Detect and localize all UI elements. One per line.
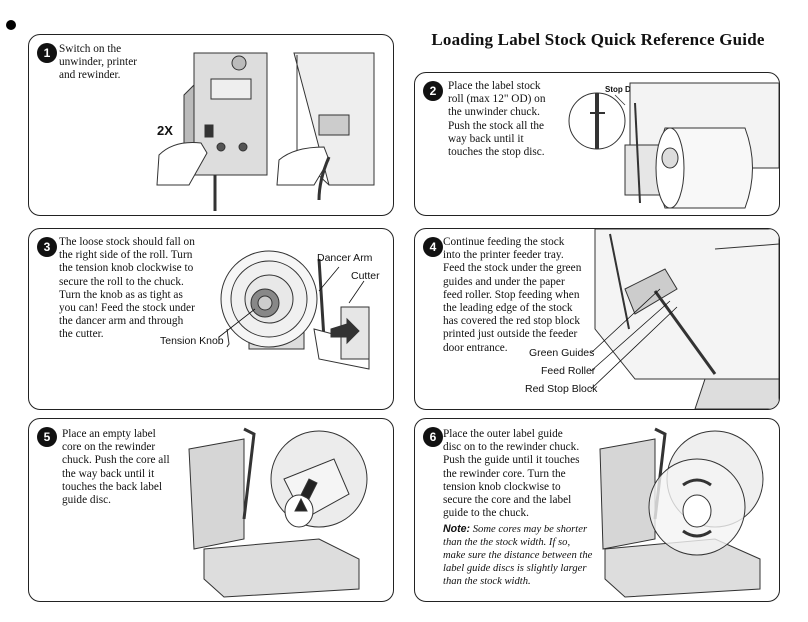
step-5-number: 5	[37, 427, 57, 447]
step-6-number: 6	[423, 427, 443, 447]
red-stop-block-label: Red Stop Block	[525, 383, 598, 395]
step-4-number: 4	[423, 237, 443, 257]
step-6-panel: 6 Place the outer label guide disc on to…	[414, 418, 780, 602]
feed-roller-label: Feed Roller	[541, 365, 596, 377]
step-1-panel: 1 Switch on the unwinder, printer and re…	[28, 34, 394, 216]
step-5-panel: 5 Place an empty label core on the rewin…	[28, 418, 394, 602]
step-3-panel: 3 The loose stock should fall on the rig…	[28, 228, 394, 410]
step-6-note: Note: Some cores may be shorter than the…	[443, 523, 593, 588]
step-1-number: 1	[37, 43, 57, 63]
step-5-text: Place an empty label core on the rewinde…	[62, 428, 170, 507]
step-4-panel: 4 Continue feeding the stock into the pr…	[414, 228, 780, 410]
bullet-dot	[6, 20, 16, 30]
step-6-text: Place the outer label guide disc on to t…	[443, 428, 580, 520]
step-2-number: 2	[423, 81, 443, 101]
dancer-arm-label: Dancer Arm	[317, 252, 373, 264]
callout-2x: 2X	[157, 123, 173, 138]
step-2-panel: 2 Place the label stock roll (max 12" OD…	[414, 72, 780, 216]
note-text: Some cores may be shorter than the the s…	[443, 524, 593, 587]
step-4-text: Continue feeding the stock into the prin…	[443, 236, 582, 354]
tension-knob-illustration	[218, 250, 370, 370]
switch-illustration	[156, 52, 375, 211]
step-3-number: 3	[37, 237, 57, 257]
step-1-text: Switch on the unwinder, printer and rewi…	[59, 43, 137, 82]
label-guide-disc-illustration	[599, 427, 764, 598]
stop-disc-label: Stop Disc	[605, 85, 642, 94]
step-3-text: The loose stock should fall on the right…	[59, 236, 195, 341]
feeder-tray-illustration	[590, 229, 779, 409]
cutter-label: Cutter	[351, 270, 380, 282]
note-label: Note:	[443, 523, 471, 535]
page-title: Loading Label Stock Quick Reference Guid…	[431, 30, 765, 49]
step-2-text: Place the label stock roll (max 12" OD) …	[448, 80, 546, 159]
tension-knob-label: Tension Knob	[160, 335, 224, 347]
green-guides-label: Green Guides	[529, 347, 595, 359]
rewinder-core-illustration	[188, 427, 368, 598]
unwinder-roll-illustration	[568, 82, 779, 209]
